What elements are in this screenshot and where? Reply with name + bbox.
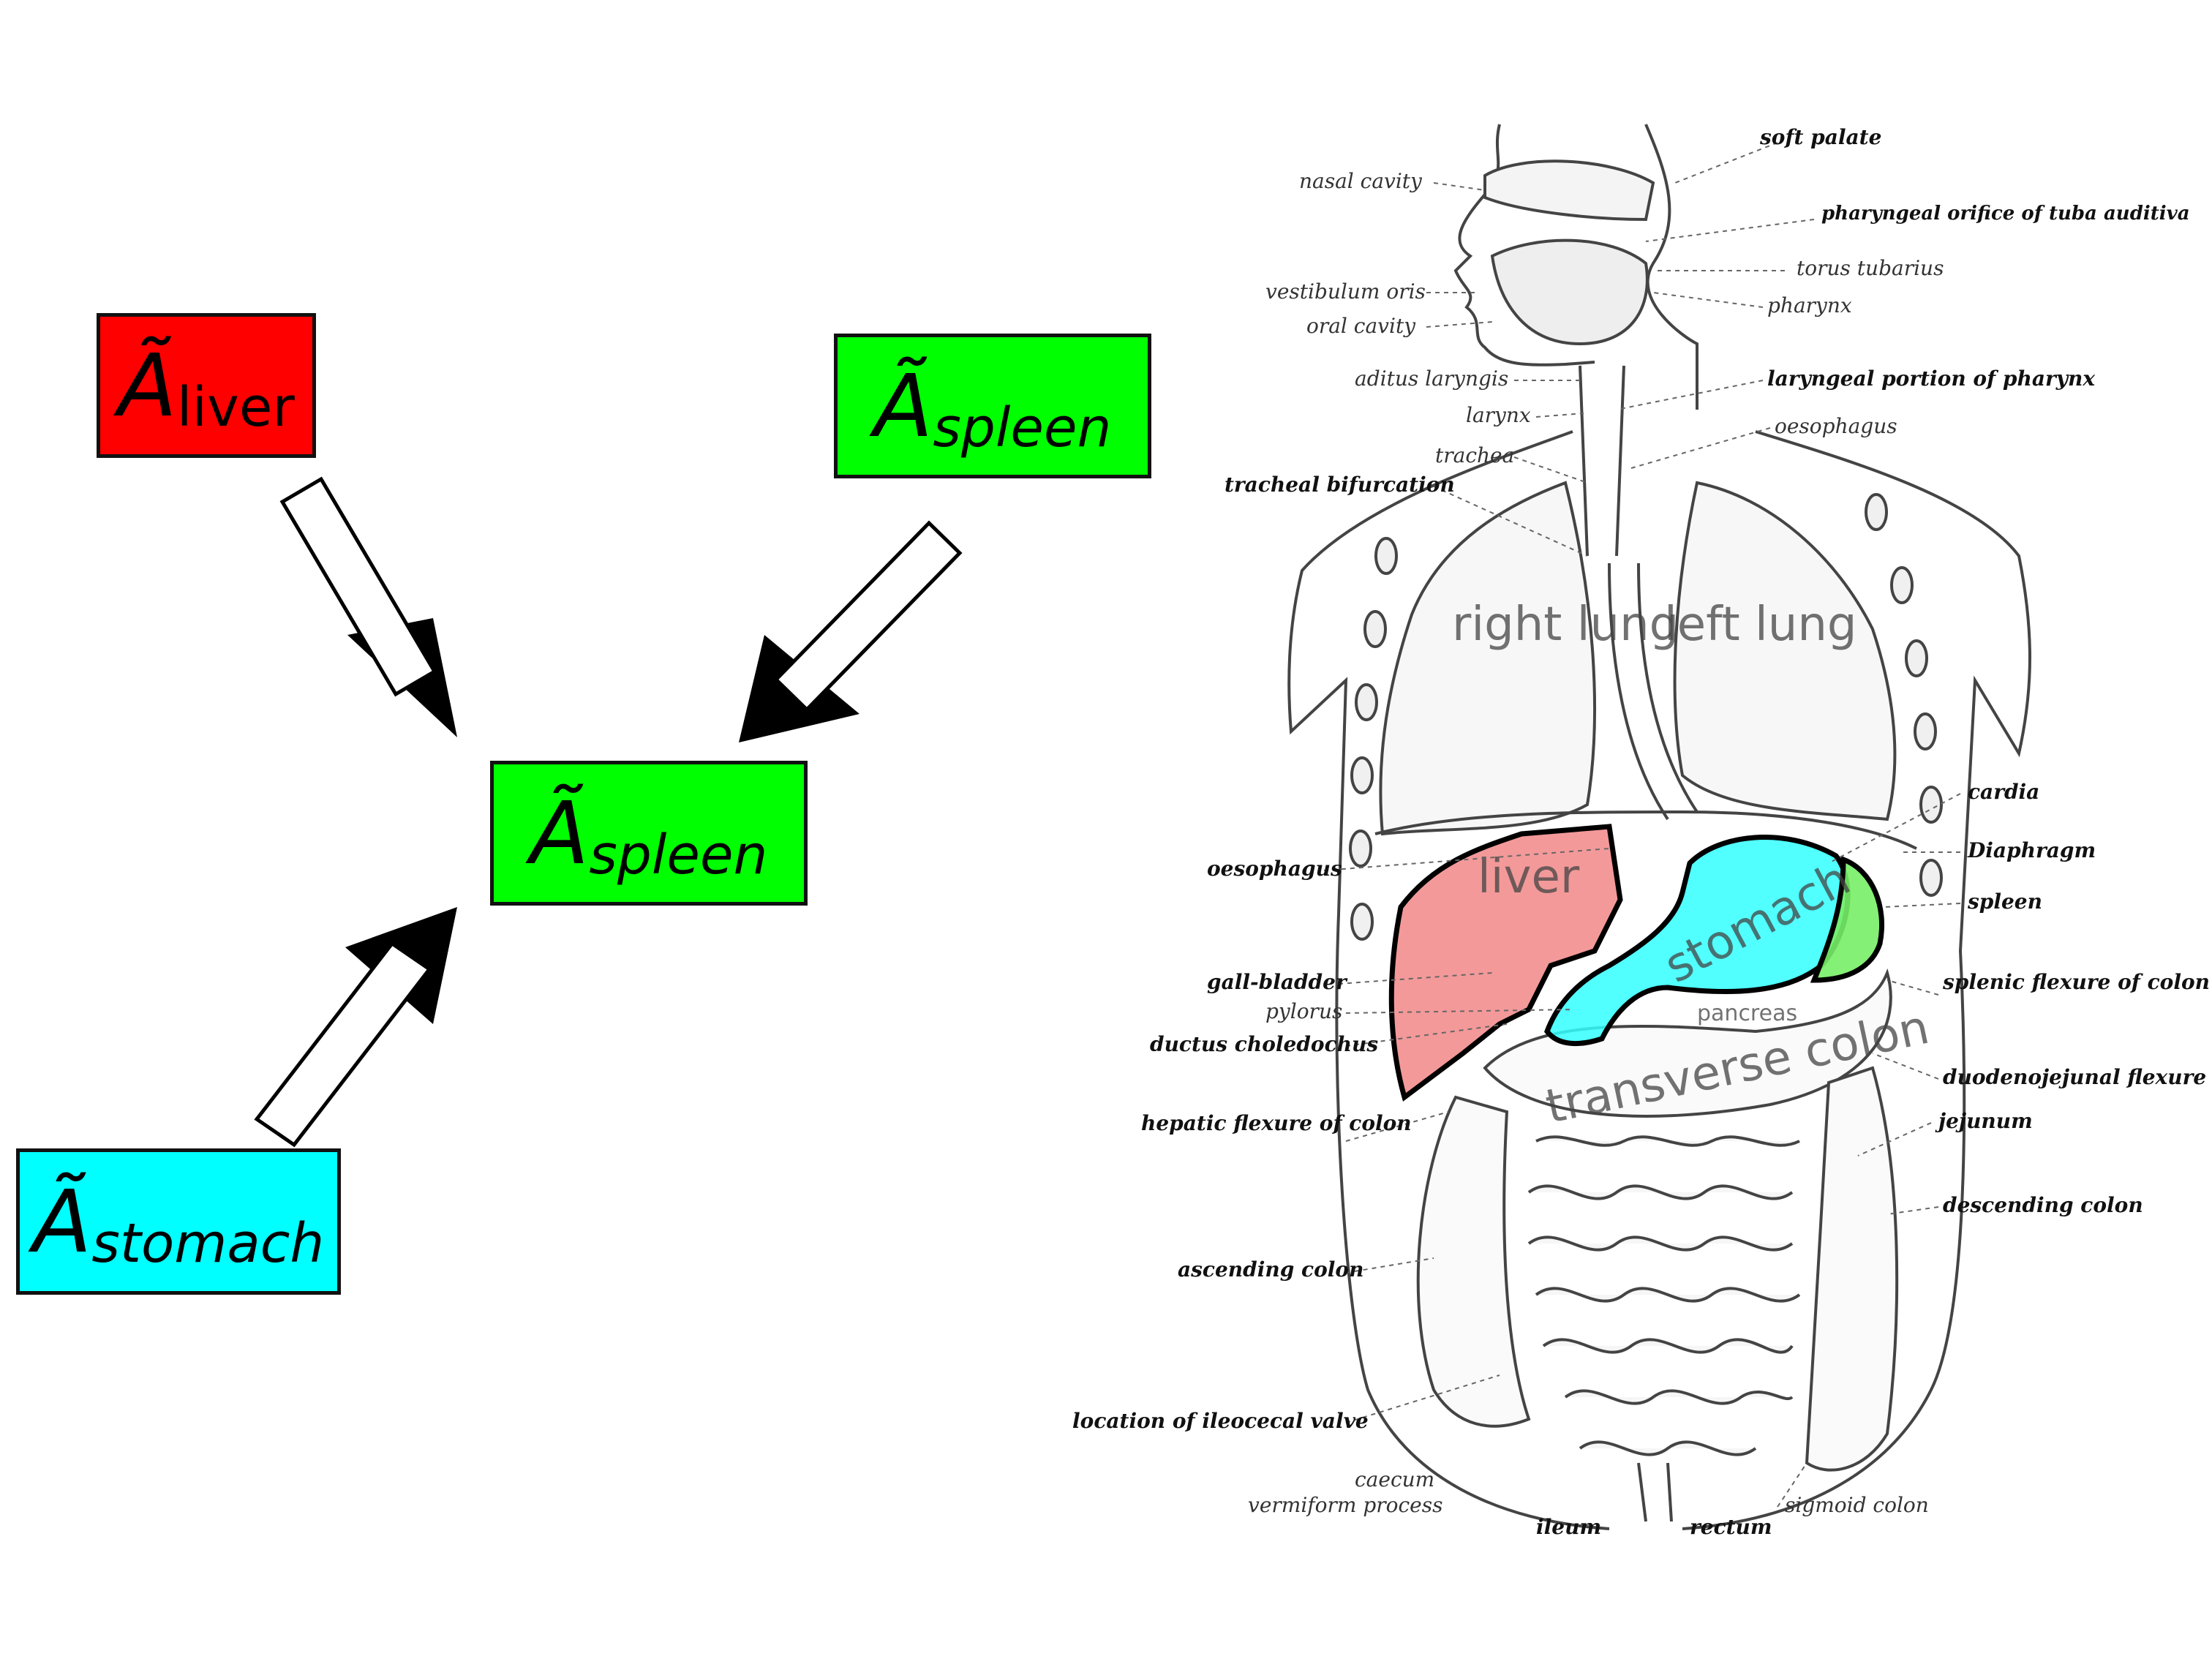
rib-cross-sections-left: [1349, 537, 1398, 941]
label-pharynx: pharynx: [1767, 293, 1852, 317]
neck-outline: [1644, 124, 1698, 410]
label-laryngeal-portion: laryngeal portion of pharynx: [1767, 366, 2095, 391]
torso-right-outline: [1682, 430, 2031, 1530]
label-larynx: larynx: [1466, 403, 1531, 427]
label-oesophagus-right: oesophagus: [1775, 414, 1897, 438]
label-vestibulum-oris: vestibulum oris: [1265, 279, 1426, 304]
label-tracheal-bifurcation: tracheal bifurcation: [1224, 473, 1455, 497]
label-gall-bladder: gall-bladder: [1207, 970, 1348, 994]
diaphragm-line: [1374, 810, 1917, 850]
label-spleen: spleen: [1967, 889, 2042, 914]
trachea: [1579, 365, 1625, 557]
rib-cross-sections-right: [1865, 493, 1943, 897]
transverse-colon: [1483, 968, 1892, 1118]
label-oesophagus-left: oesophagus: [1207, 857, 1342, 881]
label-caecum: caecum: [1355, 1467, 1434, 1491]
spleen-organ: [1810, 855, 1885, 983]
matrix-symbol: Ã: [118, 335, 177, 436]
label-aditus-laryngis: aditus laryngis: [1355, 366, 1508, 391]
torso-left-outline: [1287, 430, 1610, 1530]
label-splenic-flexure: splenic flexure of colon: [1942, 970, 2210, 994]
label-jejunum: jejunum: [1935, 1109, 2033, 1133]
matrix-subscript-stomach: stomach: [91, 1212, 325, 1275]
nasal-cavity-shape: [1483, 159, 1655, 222]
matrix-symbol: Ã: [32, 1171, 92, 1272]
organ-label-pancreas: pancreas: [1697, 1001, 1797, 1026]
label-pylorus: pylorus: [1265, 999, 1342, 1023]
label-oral-cavity: oral cavity: [1306, 314, 1416, 338]
left-lung: [1673, 481, 1897, 821]
label-vermiform-process: vermiform process: [1248, 1493, 1443, 1517]
label-cardia: cardia: [1968, 780, 2039, 804]
matrix-subscript-spleen: spleen: [589, 824, 768, 887]
label-hepatic-flexure: hepatic flexure of colon: [1141, 1111, 1412, 1135]
small-intestine: [1527, 1135, 1801, 1456]
organ-label-left-lung: left lung: [1664, 598, 1857, 652]
organ-label-right-lung: right lung: [1452, 598, 1679, 652]
right-lung: [1379, 481, 1596, 836]
arrow-liver-to-spleen: [279, 476, 457, 737]
label-nasal-cavity: nasal cavity: [1299, 169, 1423, 193]
oesophagus-tube: [1608, 563, 1698, 821]
label-ascending-colon: ascending colon: [1178, 1257, 1363, 1282]
liver-organ: [1388, 824, 1623, 1102]
matrix-symbol: Ã: [530, 783, 590, 884]
label-ductus-choledochus: ductus choledochus: [1150, 1032, 1378, 1056]
label-ileocecal-valve: location of ileocecal valve: [1072, 1409, 1369, 1433]
rectum: [1637, 1462, 1673, 1522]
matrix-subscript-spleen: spleen: [933, 396, 1112, 459]
label-trachea: trachea: [1435, 443, 1514, 467]
label-pharyngeal-orifice: pharyngeal orifice of tuba auditiva: [1821, 203, 2190, 225]
arrow-spleen-to-spleen: [739, 520, 963, 742]
organ-label-liver: liver: [1478, 850, 1580, 904]
label-diaphragm: Diaphragm: [1967, 838, 2096, 862]
label-ileum: ileum: [1536, 1515, 1601, 1539]
descending-colon: [1805, 1066, 1899, 1472]
label-sigmoid-colon: sigmoid colon: [1785, 1493, 1929, 1517]
label-duodenojejunal-flexure: duodenojejunal flexure: [1943, 1065, 2206, 1089]
label-soft-palate: soft palate: [1759, 125, 1881, 149]
leader-lines: [1323, 142, 1961, 1508]
label-rectum: rectum: [1690, 1515, 1772, 1539]
ascending-colon: [1416, 1095, 1531, 1428]
matrix-symbol: Ã: [873, 356, 933, 456]
label-torus-tubarius: torus tubarius: [1797, 256, 1944, 280]
arrow-stomach-to-spleen: [254, 907, 457, 1148]
matrix-subscript-liver: liver: [176, 376, 295, 439]
label-descending-colon: descending colon: [1943, 1193, 2143, 1217]
tongue: [1490, 238, 1649, 346]
stomach-organ: [1544, 835, 1851, 1047]
